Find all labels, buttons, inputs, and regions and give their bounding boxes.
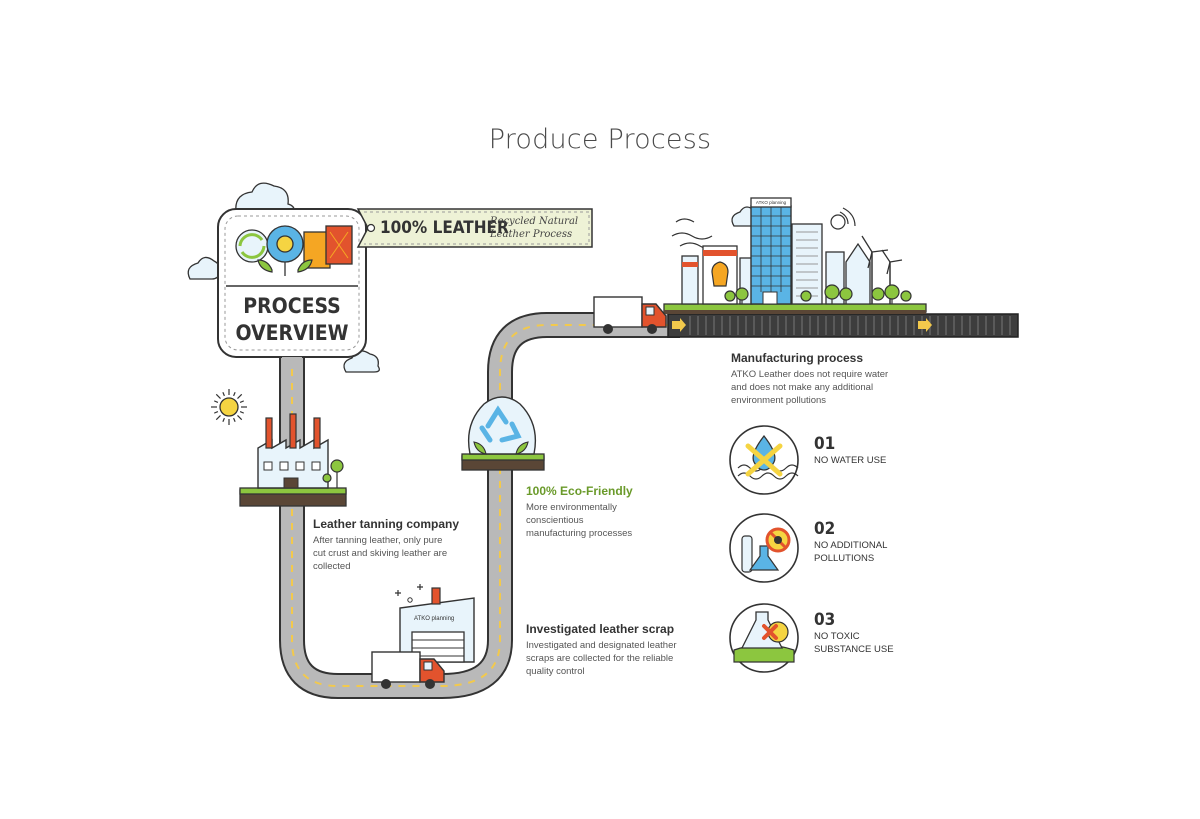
benefit-item: 01 NO WATER USE	[814, 434, 934, 467]
benefit-label: NO TOXIC	[814, 631, 860, 642]
step-title: Manufacturing process	[731, 351, 864, 365]
step-desc-line: cut crust and skiving leather are	[313, 548, 448, 559]
scrap-factory-icon	[395, 584, 475, 663]
benefit-label: SUBSTANCE USE	[814, 644, 894, 655]
banner-headline: 100% LEATHER	[380, 218, 509, 238]
overview-title-line2: OVERVIEW	[235, 321, 349, 345]
benefit-item: 03 NO TOXIC SUBSTANCE USE	[814, 610, 934, 656]
factory-sign: ATKO planning	[414, 616, 455, 622]
step-desc-line: More environmentally	[526, 502, 617, 513]
sun-icon	[211, 389, 247, 425]
tanning-factory-icon	[239, 413, 347, 507]
road	[279, 312, 680, 699]
step-scrap: Investigated leather scrap Investigated …	[526, 622, 716, 678]
overview-title-line1: PROCESS	[243, 294, 341, 318]
step-tanning: Leather tanning company After tanning le…	[313, 517, 483, 573]
step-desc-line: quality control	[526, 666, 585, 677]
recycle-icon	[461, 396, 545, 471]
no-water-icon	[729, 425, 799, 495]
step-desc-line: conscientious	[526, 515, 584, 526]
delivery-truck-icon	[593, 296, 667, 334]
benefit-number: 01	[814, 434, 836, 454]
recycle-gear-icon	[235, 225, 353, 276]
step-eco: 100% Eco-Friendly More environmentally c…	[526, 484, 696, 540]
step-desc-line: and does not make any additional	[731, 382, 874, 393]
city-skyline-icon	[663, 197, 927, 314]
step-desc-line: collected	[313, 561, 351, 572]
tower-sign: ATKO planning	[755, 200, 787, 205]
step-desc-line: ATKO Leather does not require water	[731, 369, 889, 380]
benefit-number: 02	[814, 519, 836, 539]
banner-subtitle-line1: Recycled Natural	[490, 216, 579, 227]
step-desc-line: scraps are collected for the reliable	[526, 653, 674, 664]
step-desc-line: After tanning leather, only pure	[313, 535, 443, 546]
benefit-label: NO WATER USE	[814, 455, 887, 466]
step-title: Investigated leather scrap	[526, 622, 675, 636]
step-title: 100% Eco-Friendly	[526, 484, 633, 498]
benefit-number: 03	[814, 610, 836, 630]
benefit-label: NO ADDITIONAL	[814, 540, 888, 551]
delivery-truck-icon	[371, 651, 445, 689]
step-manufacturing: Manufacturing process ATKO Leather does …	[731, 351, 931, 407]
no-pollution-icon	[729, 513, 799, 583]
step-title: Leather tanning company	[313, 517, 460, 531]
process-overview-sign	[217, 208, 367, 367]
benefit-item: 02 NO ADDITIONAL POLLUTIONS	[814, 519, 934, 565]
step-desc-line: environment pollutions	[731, 395, 827, 406]
banner-subtitle-line2: Leather Process	[490, 229, 573, 240]
benefit-label: POLLUTIONS	[814, 553, 875, 564]
no-toxic-icon	[729, 603, 799, 673]
page-title: Produce Process	[488, 124, 712, 155]
conveyor-belt	[667, 313, 1019, 338]
step-desc-line: manufacturing processes	[526, 528, 633, 539]
leather-banner	[356, 208, 593, 248]
step-desc-line: Investigated and designated leather	[526, 640, 677, 651]
